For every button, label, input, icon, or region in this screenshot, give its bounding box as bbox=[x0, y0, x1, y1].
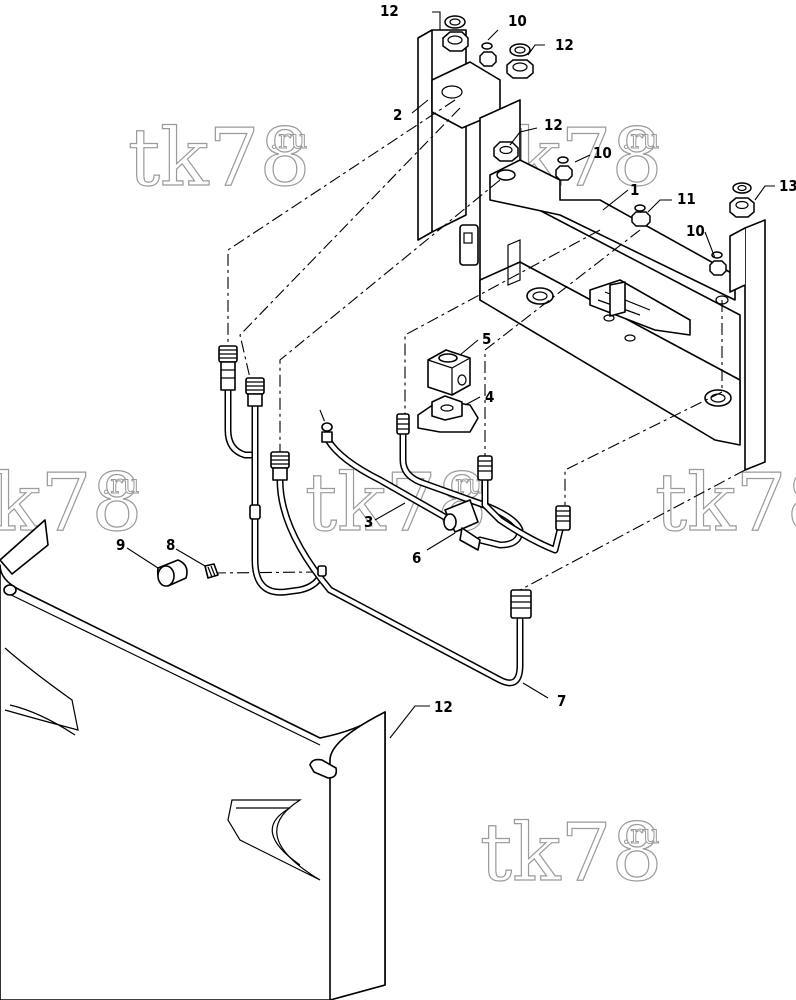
callout-6: 6 bbox=[412, 549, 421, 567]
callout-labels: 12 10 12 2 12 10 1 11 10 13 5 4 3 6 7 8 … bbox=[116, 2, 796, 716]
fitting-left-2 bbox=[245, 377, 265, 407]
fitting-right bbox=[555, 505, 571, 531]
right-bracket-part bbox=[715, 219, 766, 471]
watermark-suffix: .ru bbox=[102, 470, 139, 500]
fitting-valve-inlet bbox=[396, 413, 410, 435]
callout-10: 10 bbox=[593, 144, 612, 162]
watermark-suffix: .ru bbox=[270, 125, 307, 155]
callout-9: 9 bbox=[116, 536, 125, 554]
callout-10: 10 bbox=[508, 12, 527, 30]
leader-lines bbox=[126, 11, 775, 739]
tee-fitting-part bbox=[443, 499, 481, 551]
callout-12: 12 bbox=[544, 116, 563, 134]
watermark-text: tk78 bbox=[305, 456, 487, 549]
watermark-text: tk78 bbox=[0, 456, 142, 549]
watermark-text: tk78 bbox=[128, 111, 310, 204]
fitting-small-left bbox=[321, 422, 333, 443]
callout-1: 1 bbox=[630, 181, 639, 199]
watermark-text: tk78 bbox=[480, 806, 662, 899]
callout-7: 7 bbox=[557, 692, 566, 710]
tubing bbox=[224, 386, 564, 687]
fitting-left-upper bbox=[218, 345, 238, 391]
clamp-fitting bbox=[249, 504, 327, 577]
callout-12: 12 bbox=[380, 2, 399, 20]
fasteners bbox=[442, 15, 755, 276]
plug-part-8 bbox=[204, 563, 219, 579]
callout-11: 11 bbox=[677, 190, 696, 208]
watermark-text: tk78 bbox=[655, 456, 796, 549]
callout-12: 12 bbox=[555, 36, 574, 54]
nut-12-mid bbox=[493, 141, 519, 181]
alignment-lines bbox=[213, 99, 746, 591]
nut-12-top-right bbox=[506, 43, 534, 79]
solenoid-valve-body-part bbox=[417, 395, 479, 433]
solenoid-coil-part bbox=[427, 349, 471, 396]
callout-10: 10 bbox=[686, 222, 705, 240]
washer-10-top bbox=[479, 42, 497, 67]
main-frame-part bbox=[479, 99, 741, 446]
watermark-suffix: .ru bbox=[622, 125, 659, 155]
callout-8: 8 bbox=[166, 536, 175, 554]
fitting-center bbox=[477, 455, 493, 481]
left-bracket-part bbox=[417, 29, 501, 266]
callout-5: 5 bbox=[482, 330, 491, 348]
callout-12: 13 bbox=[779, 177, 796, 195]
fitting-tube7-end bbox=[510, 589, 532, 619]
nut-11 bbox=[631, 204, 651, 227]
fittings bbox=[218, 345, 571, 619]
callout-4: 4 bbox=[485, 388, 494, 406]
callout-2: 2 bbox=[393, 106, 402, 124]
callout-13: 12 bbox=[434, 698, 453, 716]
nut-12-top-left bbox=[442, 15, 469, 52]
washer-10-mid bbox=[555, 156, 573, 181]
cap-part-9 bbox=[156, 559, 188, 587]
callout-3: 3 bbox=[364, 513, 373, 531]
front-cover-part bbox=[0, 519, 386, 1000]
watermark-suffix: .ru bbox=[622, 820, 659, 850]
washer-10-right bbox=[709, 251, 727, 276]
nut-12-right bbox=[729, 182, 755, 218]
fitting-left-3 bbox=[270, 451, 290, 481]
